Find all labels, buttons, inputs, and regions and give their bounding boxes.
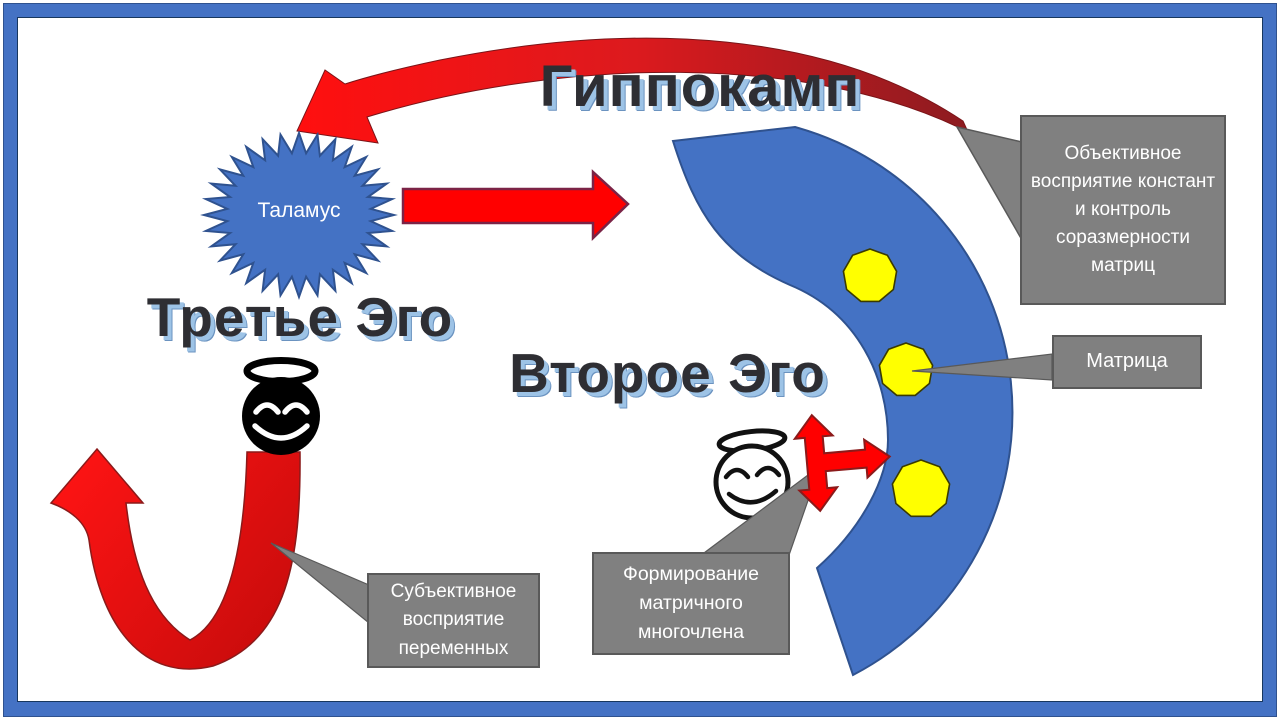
matrix-polynomial-text: Формирование матричного многочлена [623, 563, 759, 643]
matrix-node [842, 248, 898, 303]
second-ego-smiley-icon [713, 428, 791, 521]
subjective-perception-text: Субъективное восприятие переменных [390, 581, 517, 659]
objective-callout-tail [955, 125, 1023, 243]
second-ego-label: Второе Эго [509, 342, 826, 404]
third-ego-smiley-icon [242, 357, 320, 455]
subjective-perception-callout: Субъективное восприятие переменных [367, 573, 540, 668]
thalamus-to-hippocampus-arrow [401, 169, 630, 241]
matrix-node [891, 459, 951, 518]
matrix-callout: Матрица [1052, 335, 1202, 389]
matrix-node [878, 342, 934, 397]
thalamus-label: Таламус [257, 199, 341, 222]
objective-perception-callout: Объективное восприятие констант и контро… [1020, 115, 1226, 305]
matrix-polynomial-callout: Формирование матричного многочлена [592, 552, 790, 655]
multi-direction-arrow [792, 413, 892, 513]
hippocampus-crescent [671, 125, 1014, 677]
third-ego-label: Третье Эго [146, 286, 454, 348]
thalamus-starburst [200, 129, 398, 301]
hippocampus-title: Гиппокамп [539, 54, 861, 119]
objective-perception-text: Объективное восприятие констант и контро… [1030, 142, 1216, 277]
u-turn-arrow [49, 447, 301, 670]
matrix-text: Матрица [1086, 350, 1168, 373]
hippocampus-to-thalamus-arc-arrow [296, 37, 970, 144]
